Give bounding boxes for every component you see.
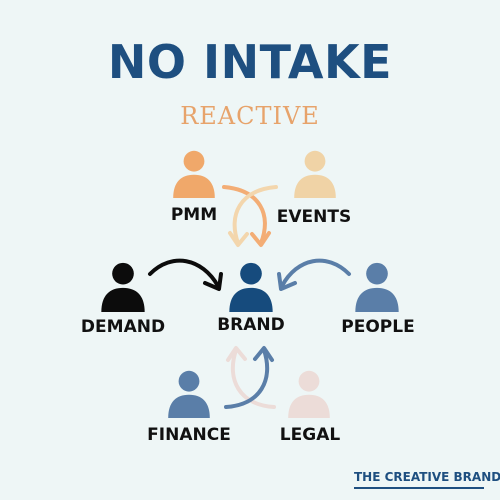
arrow-pmm-to-brand-head — [250, 231, 271, 247]
arrow-people-to-brand — [280, 258, 351, 288]
brand-label: BRAND — [217, 315, 285, 335]
arrow-finance-to-brand — [224, 348, 270, 409]
brand-person-icon — [229, 262, 273, 312]
demand-person-icon — [101, 262, 145, 312]
arrow-finance-to-brand-head — [253, 346, 274, 362]
arrow-people-to-brand-head — [277, 272, 297, 291]
footer-brand-text: THE CREATIVE BRAND — [354, 470, 500, 484]
arrow-events-to-brand-head — [228, 231, 249, 247]
arrow-legal-to-brand — [230, 348, 276, 409]
pmm-person-icon — [173, 150, 215, 198]
demand-label: DEMAND — [80, 317, 166, 337]
events-label: EVENTS — [276, 207, 352, 227]
finance-label: FINANCE — [147, 425, 231, 445]
diagram-subtitle: REACTIVE — [180, 102, 320, 130]
events-person-icon — [294, 150, 336, 198]
finance-person-icon — [168, 370, 210, 418]
arrow-legal-to-brand-head — [226, 346, 247, 362]
arrow-pmm-to-brand — [222, 185, 267, 245]
people-person-icon — [355, 262, 399, 312]
footer-underline — [354, 487, 484, 489]
arrow-events-to-brand — [232, 185, 278, 245]
arrow-demand-to-brand-head — [203, 272, 223, 291]
legal-label: LEGAL — [279, 425, 341, 445]
people-label: PEOPLE — [341, 317, 415, 337]
arrow-demand-to-brand — [148, 258, 220, 288]
diagram-title: NO INTAKE — [107, 35, 393, 89]
legal-person-icon — [288, 370, 330, 418]
pmm-label: PMM — [170, 205, 218, 225]
